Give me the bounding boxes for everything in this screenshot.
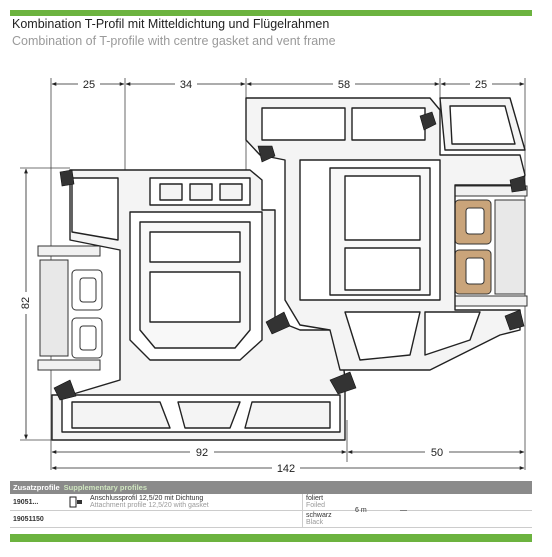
dim-top-mid: 34 [180,79,192,91]
vent-frame [245,97,526,371]
table-row: 19051... Anschlussprofil 12,5/20 mit Dic… [10,494,532,514]
dim-top-right: 25 [475,79,487,91]
article-number: 19051... [13,498,39,506]
left-glazing [37,245,103,371]
dim-bottom-left: 92 [196,447,208,459]
supplementary-profiles-table: Zusatzprofile Supplementary profiles 190… [10,481,532,528]
bottom-accent-bar [10,534,532,542]
color-de: schwarz [306,512,332,519]
table-header: Zusatzprofile Supplementary profiles [10,481,532,494]
technical-drawing: 25 34 58 25 82 92 50 142 [19,77,528,475]
color-cell: schwarz Black [302,511,350,527]
description-de: Anschlussprofil 12,5/20 mit Dichtung [90,495,204,502]
top-accent-bar [10,10,532,16]
page-title: Kombination T-Profil mit Mitteldichtung … [12,17,330,31]
dim-left-height: 82 [20,297,32,309]
table-header-en: Supplementary profiles [63,483,148,492]
extra-value: — [400,506,407,514]
color-en: Foiled [306,502,326,509]
article-number: 19051150 [13,515,44,523]
profile-description: Anschlussprofil 12,5/20 mit Dichtung Att… [90,494,300,510]
color-de: foliert [306,495,324,502]
color-cell: foliert Foiled [302,494,350,510]
description-en: Attachment profile 12,5/20 with gasket [90,502,209,509]
dim-top-right-mid: 58 [338,79,350,91]
table-header-de: Zusatzprofile [13,483,60,492]
color-en: Black [306,519,324,526]
dim-bottom-total: 142 [277,463,295,475]
profile-thumbnail [68,494,84,510]
t-profile-frame [51,169,346,441]
right-glazing [454,185,528,307]
length-value: 6 m [355,506,367,514]
profile-section-icon [69,496,82,508]
dim-bottom-right: 50 [431,447,443,459]
table-row: 19051150 schwarz Black [10,511,532,528]
dim-top-left: 25 [83,79,95,91]
gaskets [53,111,527,401]
page-subtitle: Combination of T-profile with centre gas… [12,34,336,48]
